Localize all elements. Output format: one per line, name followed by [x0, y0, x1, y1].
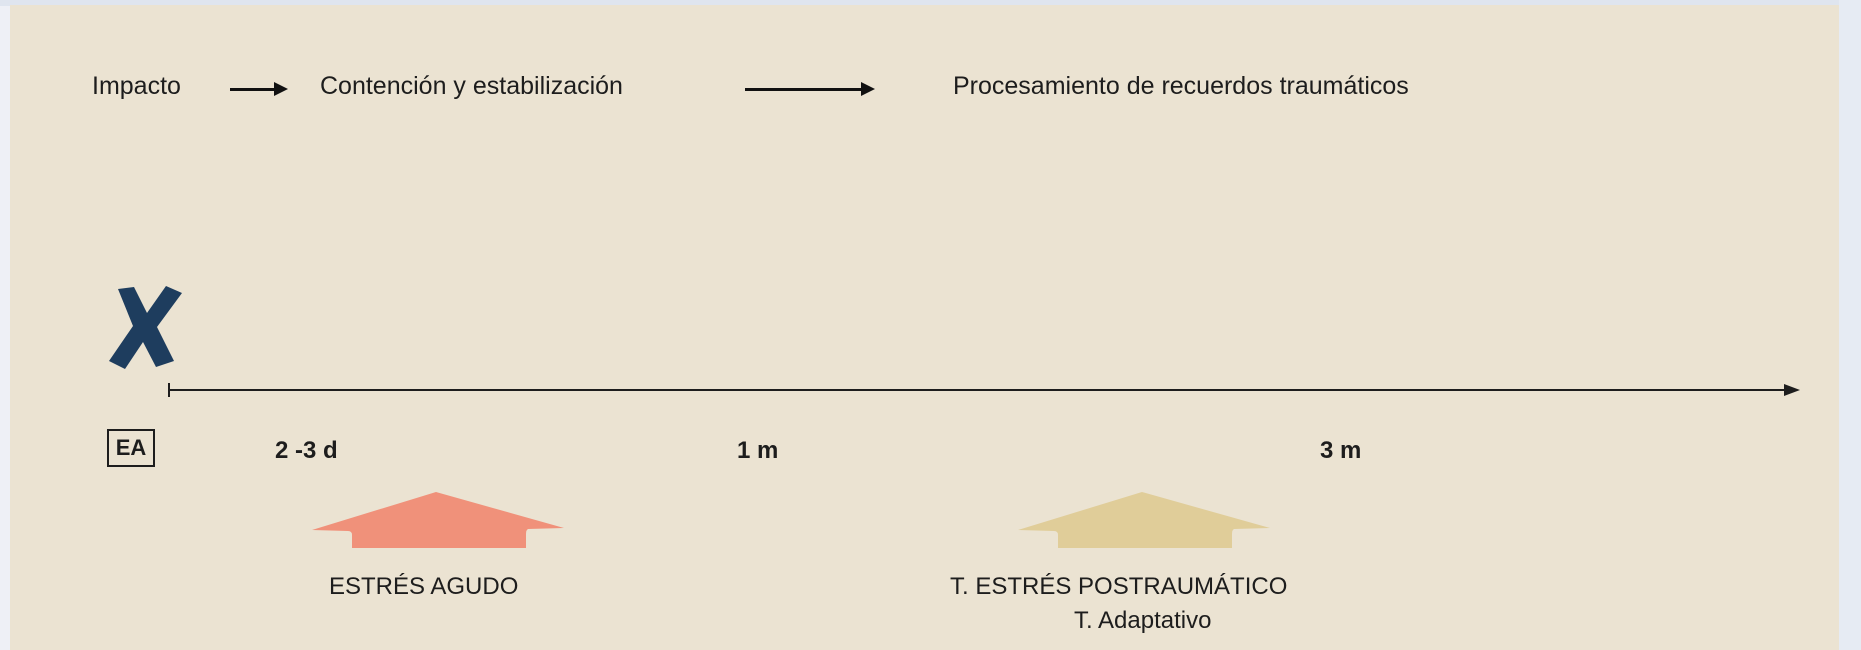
x-mark-icon — [109, 286, 182, 369]
background-strip-top — [0, 0, 1861, 6]
event-start-box: EA — [107, 429, 155, 467]
timeline-axis — [168, 383, 1800, 397]
phase-processing: Procesamiento de recuerdos traumáticos — [953, 72, 1409, 100]
ptsd-indicator — [1018, 492, 1270, 548]
acute-stress-indicator — [312, 492, 564, 548]
event-start-label: EA — [115, 435, 147, 460]
background-strip-right — [1839, 0, 1861, 650]
arrow-impact-to-containment — [230, 82, 288, 96]
tick-label-2-3-days: 2 -3 d — [275, 437, 338, 464]
adaptive-disorder-label: T. Adaptativo — [1074, 607, 1212, 634]
tick-label-3-months: 3 m — [1320, 437, 1362, 464]
arrow-containment-to-processing — [745, 82, 875, 96]
acute-stress-label: ESTRÉS AGUDO — [329, 573, 519, 600]
tick-label-1-month: 1 m — [737, 437, 779, 464]
phase-containment: Contención y estabilización — [320, 72, 623, 100]
phase-impact: Impacto — [92, 72, 181, 100]
ptsd-label: T. ESTRÉS POSTRAUMÁTICO — [950, 573, 1288, 600]
diagram-panel — [10, 5, 1839, 650]
